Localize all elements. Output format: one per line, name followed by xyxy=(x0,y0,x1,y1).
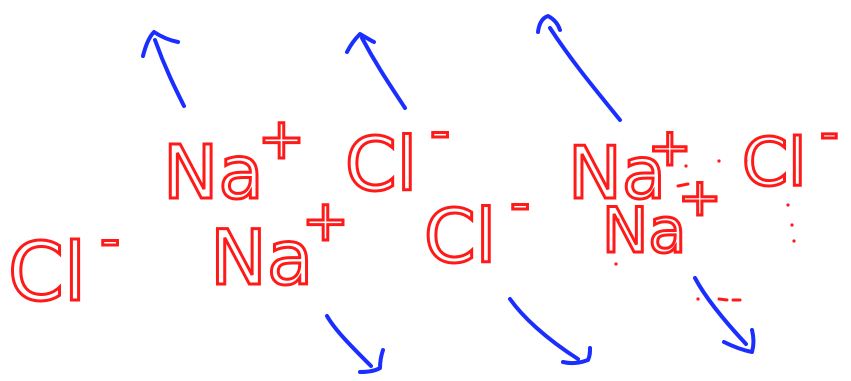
ion-charge: - xyxy=(430,99,450,164)
ion-charge: - xyxy=(510,171,530,236)
scribble-dot xyxy=(717,159,721,163)
ion-charge: - xyxy=(820,103,839,163)
scribble-dot xyxy=(786,203,790,207)
arrow-down-1 xyxy=(325,314,385,374)
arrow-down-icon xyxy=(693,276,756,354)
arrow-down-3 xyxy=(693,276,756,354)
arrow-up-icon xyxy=(345,32,407,110)
ion-na-bottom-right: Na + xyxy=(601,167,724,269)
arrow-up-2 xyxy=(345,32,407,110)
ion-cl-bottom-left: Cl - xyxy=(7,206,122,321)
scribble-dash xyxy=(676,182,690,188)
ion-charge: + xyxy=(678,168,722,228)
ion-symbol: Na xyxy=(163,130,264,216)
scribble-dot xyxy=(792,239,796,243)
ion-charge: + xyxy=(258,107,305,172)
ion-charge: + xyxy=(302,189,349,254)
arrow-up-1 xyxy=(141,30,186,108)
scribble-dot xyxy=(684,164,688,168)
scribble-dot xyxy=(616,218,620,222)
scribble-dot xyxy=(744,159,748,163)
arrow-up-icon xyxy=(141,30,186,108)
ion-cl-top-far-right: Cl - xyxy=(741,102,841,203)
ion-symbol: Na xyxy=(602,194,686,267)
ion-symbol: Na xyxy=(210,213,313,302)
ion-na-top-right: Na + xyxy=(567,117,694,217)
ion-cl-top-middle: Cl - xyxy=(344,98,452,210)
ion-na-top-left: Na + xyxy=(162,106,307,218)
ion-cl-bottom-middle: Cl - xyxy=(423,170,532,282)
ion-charge: - xyxy=(100,207,120,272)
arrow-down-icon xyxy=(508,297,592,366)
scribble-dot xyxy=(696,297,700,301)
scribble-dash xyxy=(717,297,729,302)
ion-symbol: Cl xyxy=(424,194,496,280)
ion-na-bottom-left: Na + xyxy=(209,188,351,304)
ion-symbol: Cl xyxy=(742,124,806,201)
arrow-up-3 xyxy=(536,14,622,122)
arrow-down-2 xyxy=(508,297,592,366)
ion-symbol: Cl xyxy=(8,226,86,319)
ion-charge: + xyxy=(648,118,692,178)
arrow-down-icon xyxy=(325,314,385,374)
scribble-dot xyxy=(790,223,794,227)
scribble-marks xyxy=(614,159,796,302)
ion-symbol: Na xyxy=(568,131,666,215)
arrow-up-icon xyxy=(536,14,622,122)
scribble-dot xyxy=(614,262,618,266)
ion-symbol: Cl xyxy=(345,122,417,208)
